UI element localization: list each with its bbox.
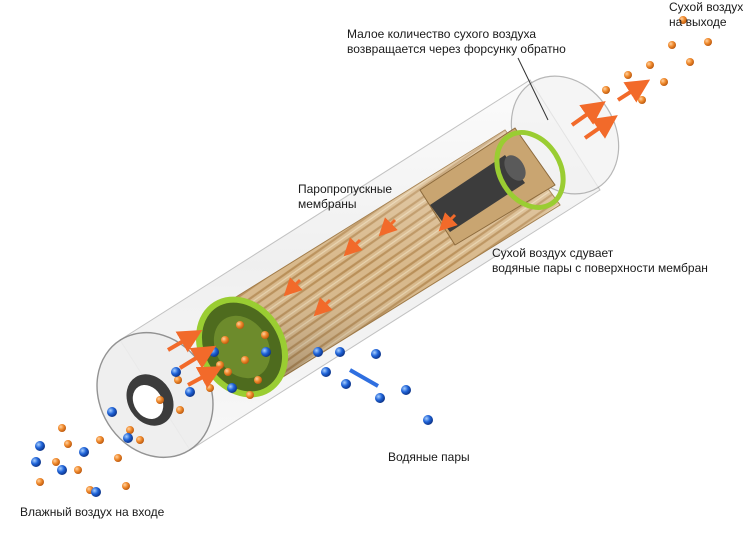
dry-air-particle [246, 391, 254, 399]
dry-air-particle [126, 426, 134, 434]
water-vapor-particle [31, 457, 41, 467]
dry-air-particle [122, 482, 130, 490]
dry-air-particle [660, 78, 668, 86]
flow-arrow-icon [616, 79, 651, 103]
purge-label: Малое количество сухого воздуха возвраща… [347, 27, 566, 57]
water-vapor-particle [171, 367, 181, 377]
vapor-arrow-icon [349, 368, 379, 388]
dry-air-particle [679, 16, 687, 24]
water-vapor-particle [423, 415, 433, 425]
dry-air-particle [74, 466, 82, 474]
sweep-arrow-icon [438, 212, 458, 232]
dry-air-particle [52, 458, 60, 466]
membranes-label: Паропропускные мембраны [298, 182, 392, 212]
dry-air-particle [638, 96, 646, 104]
membranes-label-line2: мембраны [298, 197, 357, 211]
dry-air-particle [176, 406, 184, 414]
outlet-label-line1: Сухой воздух [669, 0, 744, 14]
flow-arrow-icon [166, 329, 203, 353]
dry-air-particle [58, 424, 66, 432]
membranes-label-line1: Паропропускные [298, 182, 393, 196]
water-vapor-particle [107, 407, 117, 417]
dry-air-particle [96, 436, 104, 444]
dry-air-particle [261, 331, 269, 339]
purge-label-line1: Малое количество сухого воздуха [347, 27, 537, 41]
flow-arrow-icon [570, 101, 606, 127]
water-vapor-particle [91, 487, 101, 497]
flow-arrow-icon [187, 366, 223, 389]
dry-air-particle [206, 384, 214, 392]
water-vapor-particle [341, 379, 351, 389]
dry-air-particle [174, 376, 182, 384]
water-vapor-particle [35, 441, 45, 451]
dry-air-particle [64, 440, 72, 448]
dry-air-particle [136, 436, 144, 444]
sweep-arrow-icon [378, 217, 398, 237]
dry-air-particle [254, 376, 262, 384]
water-vapor-particle [401, 385, 411, 395]
dry-air-particle [216, 361, 224, 369]
dry-air-particle [686, 58, 694, 66]
dry-air-particle [646, 61, 654, 69]
dry-air-particle [224, 368, 232, 376]
water-vapor-particle [313, 347, 323, 357]
sweep-arrow-icon [343, 237, 363, 257]
water-vapor-particle [185, 387, 195, 397]
outlet-label-line2: на выходе [669, 15, 727, 29]
vapor-label: Водяные пары [388, 450, 470, 465]
sweep-label-line1: Сухой воздух сдувает [492, 246, 614, 260]
sweep-arrow-icon [313, 297, 333, 317]
water-vapor-particle [209, 347, 219, 357]
vapor-label-text: Водяные пары [388, 450, 470, 464]
flow-arrows [166, 79, 651, 389]
flow-arrow-icon [178, 345, 217, 370]
seal-ring-outlet [494, 130, 566, 210]
water-vapor-particle [371, 349, 381, 359]
water-vapor-particle [123, 433, 133, 443]
dry-air-particle [156, 396, 164, 404]
dry-air-particle [221, 336, 229, 344]
flow-arrow-icon [583, 115, 618, 140]
water-vapor-particle [261, 347, 271, 357]
water-vapor-particle [335, 347, 345, 357]
water-vapor-particle [57, 465, 67, 475]
water-vapor-particle [375, 393, 385, 403]
inlet-label-text: Влажный воздух на входе [20, 505, 165, 519]
sweep-label: Сухой воздух сдувает водяные пары с пове… [492, 246, 708, 276]
water-vapor-particle [321, 367, 331, 377]
water-vapor-particle [79, 447, 89, 457]
inlet-label: Влажный воздух на входе [20, 505, 164, 520]
dry-air-particle [602, 86, 610, 94]
dry-air-particle [624, 71, 632, 79]
outlet-label: Сухой воздух на выходе [669, 0, 743, 30]
dry-air-particle [236, 321, 244, 329]
sweep-label-line2: водяные пары с поверхности мембран [492, 261, 708, 275]
dry-air-particle [668, 41, 676, 49]
purge-label-line2: возвращается через форсунку обратно [347, 42, 566, 56]
dry-air-particle [114, 454, 122, 462]
dry-air-particle [36, 478, 44, 486]
dry-air-particle [241, 356, 249, 364]
dry-air-particle [704, 38, 712, 46]
sweep-arrow-icon [283, 277, 303, 297]
water-vapor-particle [227, 383, 237, 393]
purge-leader-line [517, 57, 549, 121]
